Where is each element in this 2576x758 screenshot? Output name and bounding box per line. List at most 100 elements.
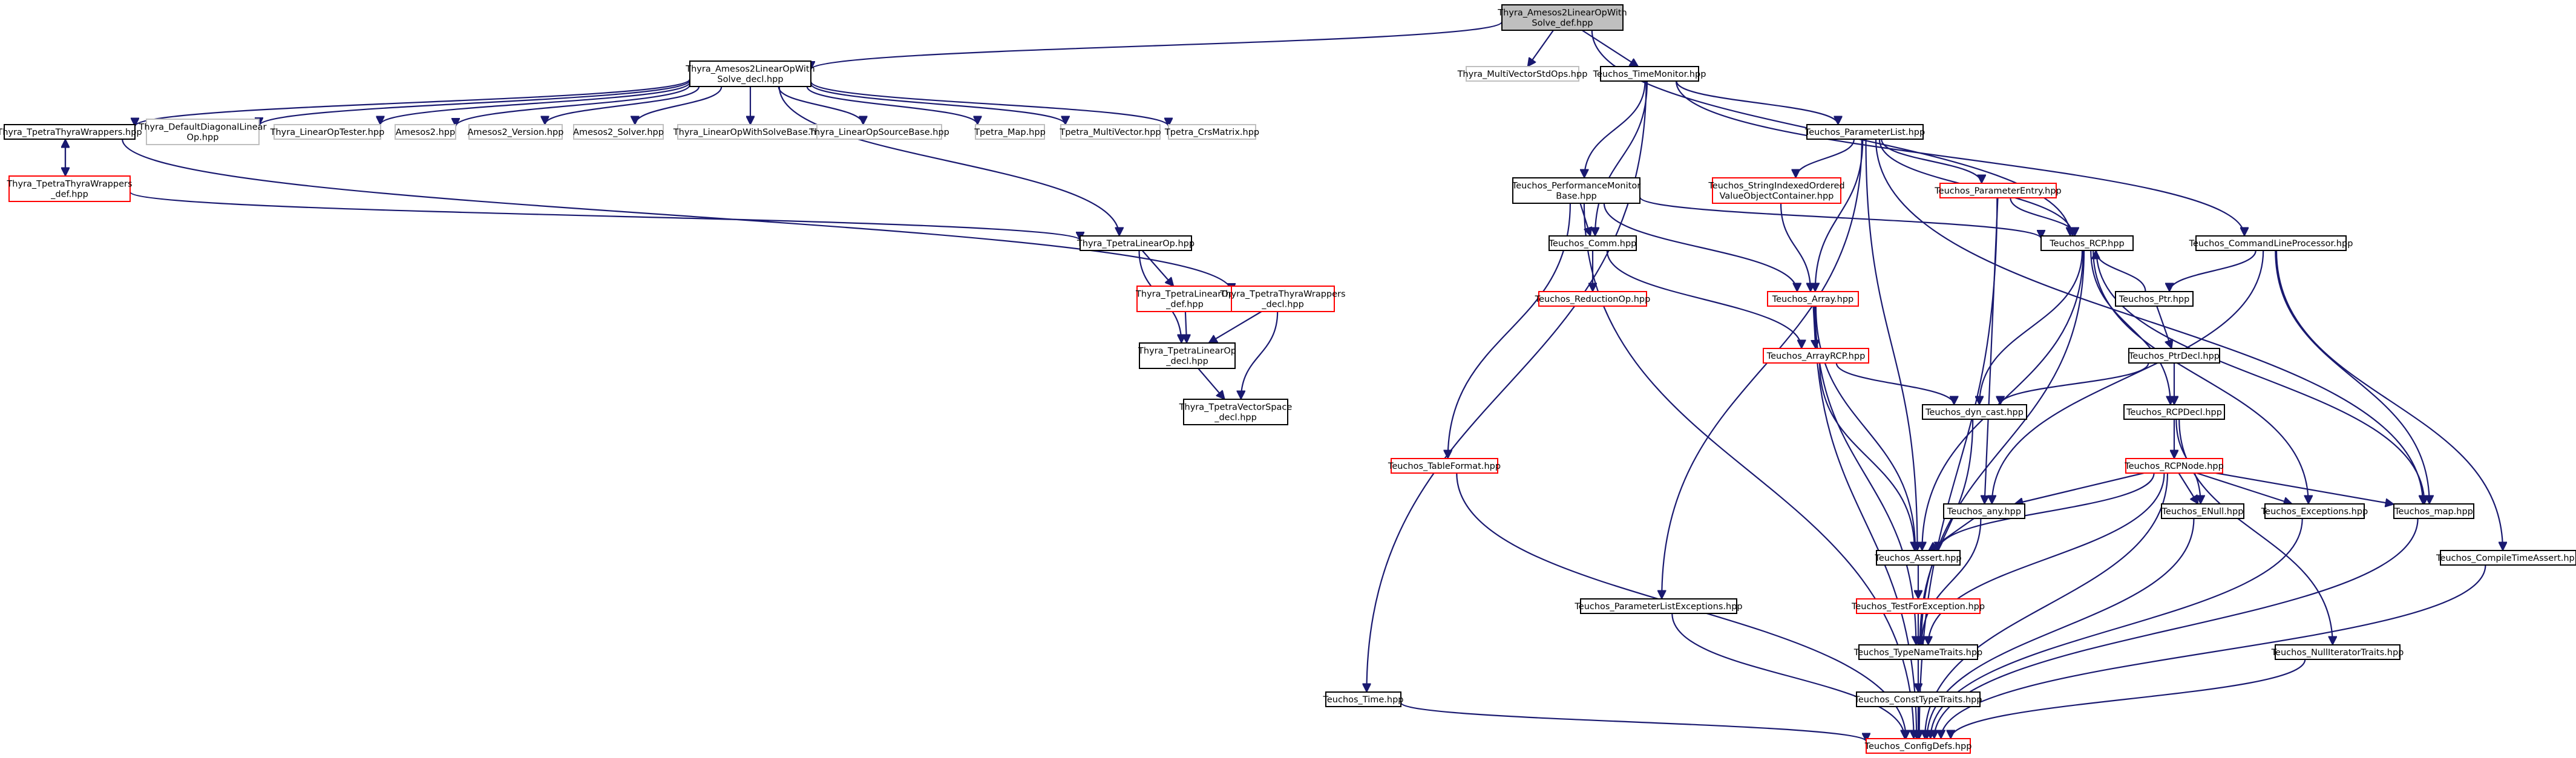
edge-n3-to-n26 [1675,80,2244,236]
graph-node[interactable]: Tpetra_MultiVector.hpp [1059,124,1161,140]
edge-n22-to-n29 [1603,203,1797,292]
graph-node[interactable]: Teuchos_ParameterEntry.hpp [1934,183,2062,198]
node-label: Teuchos_RCPNode.hpp [2124,462,2224,471]
node-box [573,124,664,140]
edge-n26-to-n37 [1992,250,2264,504]
graph-node[interactable]: Teuchos_dyn_cast.hpp [1922,404,2027,420]
edge-n29-to-n41 [1815,305,1915,551]
graph-node[interactable]: Teuchos_RCP.hpp [2040,235,2134,251]
graph-node[interactable]: Thyra_LinearOpWithSolveBase.hpp [673,124,827,140]
edge-n15-to-n16 [129,191,1080,241]
node-label: Amesos2.hpp [396,128,455,137]
edge-n1-to-n12 [806,86,978,125]
graph-node[interactable]: Thyra_MultiVectorStdOps.hpp [1457,66,1588,82]
graph-node[interactable]: Tpetra_CrsMatrix.hpp [1164,124,1259,140]
edge-n22-to-n25 [1639,197,2041,239]
graph-node[interactable]: Teuchos_any.hpp [1943,503,2025,519]
edge-n21-to-n23 [1796,139,1855,178]
graph-node[interactable]: Teuchos_TestForException.hpp [1851,598,1985,614]
graph-node[interactable]: Teuchos_Assert.hpp [1874,550,1962,566]
graph-node[interactable]: Teuchos_ReductionOp.hpp [1535,291,1651,307]
node-label: Teuchos_Time.hpp [1322,695,1403,705]
graph-node[interactable]: Thyra_TpetraLinearOp_decl.hpp [1138,342,1236,369]
graph-node[interactable]: Thyra_TpetraLinearOp.hpp [1077,235,1195,251]
node-box [2275,644,2401,660]
graph-node[interactable]: Amesos2_Version.hpp [468,124,564,140]
graph-node[interactable]: Teuchos_RCPDecl.hpp [2123,404,2225,420]
node-label: Teuchos_Ptr.hpp [2119,295,2190,304]
node-box [1858,644,1978,660]
graph-node[interactable]: Teuchos_map.hpp [2393,503,2474,519]
edge-n37-to-n41 [1929,518,1975,551]
edge-n24-to-n25 [2010,197,2074,237]
edge-n1-to-n14 [810,81,1168,127]
graph-node[interactable]: Teuchos_Array.hpp [1767,291,1859,307]
graph-node[interactable]: Teuchos_TableFormat.hpp [1388,458,1501,474]
graph-node[interactable]: Thyra_TpetraLinearOp_def.hpp [1135,286,1234,312]
edge-n27-to-n30 [1606,250,1801,348]
edge-n26-to-n40 [2275,250,2429,504]
graph-node[interactable]: Teuchos_ArrayRCP.hpp [1763,348,1869,364]
graph-node[interactable]: Amesos2.hpp [395,124,456,140]
edge-n36-to-n49 [1925,472,2169,739]
graph-node[interactable]: Tpetra_Map.hpp [974,124,1046,140]
node-box [2040,235,2134,251]
node-label: Thyra_DefaultDiagonalLinear [138,123,266,132]
edge-n47-to-n49 [1400,702,1866,742]
node-label: Teuchos_Comm.hpp [1549,239,1637,249]
graph-node[interactable]: Teuchos_ENull.hpp [2161,503,2244,519]
graph-node[interactable]: Thyra_TpetraThyraWrappers.hpp [0,124,142,140]
edge-n36-to-n38 [2178,472,2199,504]
node-box [1512,177,1640,204]
graph-node[interactable]: Teuchos_NullIteratorTraits.hpp [2271,644,2404,660]
graph-node[interactable]: Thyra_TpetraThyraWrappers_decl.hpp [1219,286,1346,312]
node-box [1231,286,1335,312]
node-label: Thyra_Amesos2LinearOpWith [685,65,815,74]
graph-node[interactable]: Teuchos_StringIndexedOrderedValueObjectC… [1708,177,1845,204]
node-box [816,124,942,140]
node-box [2393,503,2474,519]
graph-node[interactable]: Thyra_LinearOpSourceBase.hpp [808,124,949,140]
graph-node[interactable]: Thyra_TpetraThyraWrappers_def.hpp [6,175,133,202]
node-box [1183,399,1288,425]
graph-node[interactable]: Teuchos_PtrDecl.hpp [2128,348,2220,364]
graph-node[interactable]: Amesos2_Solver.hpp [573,124,664,140]
node-box [1876,550,1961,566]
node-label: Teuchos_dyn_cast.hpp [1925,408,2024,417]
node-box [1580,598,1737,614]
graph-node[interactable]: Teuchos_Exceptions.hpp [2261,503,2368,519]
node-box [1080,235,1192,251]
graph-node[interactable]: Teuchos_Time.hpp [1322,691,1404,707]
edge-n36-to-n41 [1938,472,2155,551]
graph-node[interactable]: Teuchos_Ptr.hpp [2115,291,2194,307]
node-label: Teuchos_Array.hpp [1772,295,1854,304]
node-box [1943,503,2025,519]
graph-node[interactable]: Teuchos_CompileTimeAssert.hpp [2436,550,2576,566]
node-label: Solve_decl.hpp [717,75,783,85]
node-box [2115,291,2194,307]
graph-node[interactable]: Teuchos_ConfigDefs.hpp [1864,738,1972,754]
node-label: _def.hpp [1165,300,1204,310]
graph-node[interactable]: Teuchos_TypeNameTraits.hpp [1853,644,1982,660]
node-label: Teuchos_ConstTypeTraits.hpp [1853,695,1982,705]
edge-n21-to-n29 [1815,139,1864,292]
edge-n1-to-n6 [380,82,691,125]
graph-node[interactable]: Teuchos_Comm.hpp [1549,235,1637,251]
graph-node[interactable]: Thyra_TpetraVectorSpace_decl.hpp [1179,399,1293,425]
graph-node[interactable]: Teuchos_RCPNode.hpp [2124,458,2224,474]
graph-node[interactable]: Teuchos_ConstTypeTraits.hpp [1853,691,1982,707]
graph-node[interactable]: Teuchos_ParameterList.hpp [1804,124,1925,140]
edge-n25-to-n39 [2093,250,2309,504]
node-label: Thyra_LinearOpSourceBase.hpp [808,128,949,137]
graph-node[interactable]: Thyra_LinearOpTester.hpp [270,124,385,140]
node-label: Thyra_TpetraLinearOp.hpp [1077,239,1195,249]
graph-node[interactable]: Teuchos_TimeMonitor.hpp [1593,66,1706,82]
graph-node[interactable]: Teuchos_ParameterListExceptions.hpp [1574,598,1743,614]
edge-n23-to-n29 [1780,203,1811,292]
graph-node[interactable]: Teuchos_CommandLineProcessor.hpp [2189,235,2353,251]
node-label: Teuchos_ReductionOp.hpp [1535,295,1651,304]
node-label: Thyra_TpetraThyraWrappers [1219,290,1345,299]
